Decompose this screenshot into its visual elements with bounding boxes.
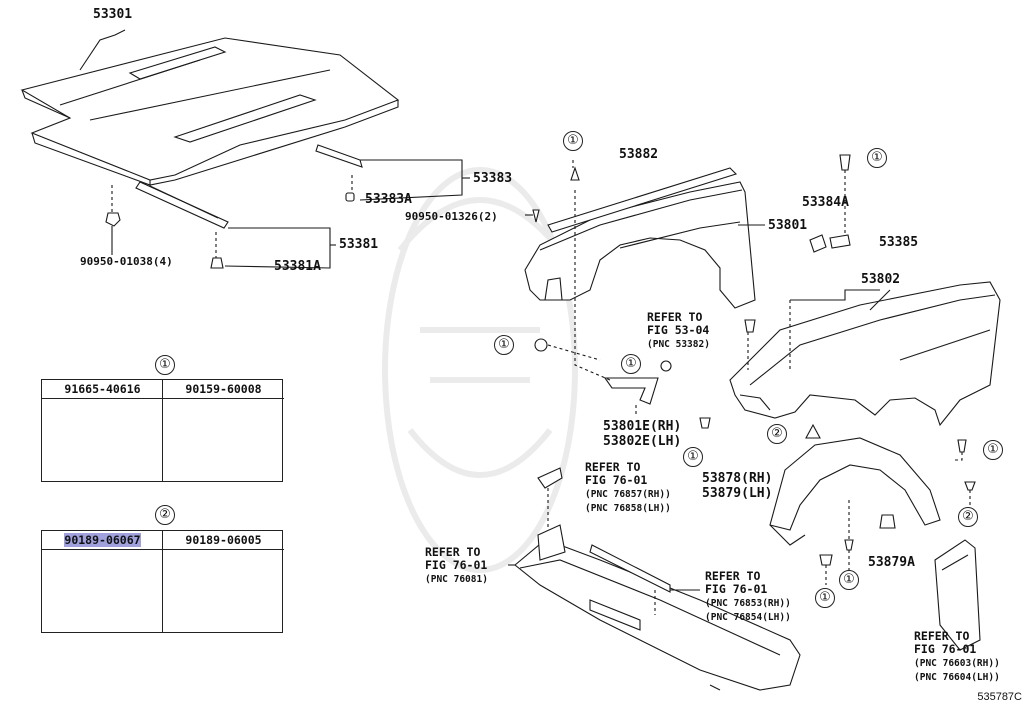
mud-flap[interactable] <box>934 539 981 651</box>
label-53801[interactable]: 53801 <box>768 218 808 233</box>
refer-note-53-04[interactable]: REFER TO FIG 53-04 (PNC 53382) <box>647 310 710 351</box>
clip-53879A[interactable] <box>879 514 896 529</box>
table-1-divider <box>162 380 163 481</box>
table-1-col-2[interactable]: 90159-60008 <box>163 380 284 399</box>
symbol-one[interactable]: ① <box>839 570 859 590</box>
watermark-logo <box>382 167 578 573</box>
label-53801E[interactable]: 53801E(RH) <box>603 419 682 434</box>
nut-90950-01038[interactable] <box>105 212 121 227</box>
label-53879[interactable]: 53879(LH) <box>702 486 773 501</box>
label-53882[interactable]: 53882 <box>619 147 659 162</box>
fender-53801[interactable] <box>524 181 756 309</box>
refer-note-76081[interactable]: REFER TO FIG 76-01 (PNC 76081) <box>425 545 488 586</box>
label-53383A[interactable]: 53383A <box>365 192 412 207</box>
label-53383[interactable]: 53383 <box>473 171 513 186</box>
label-53384A[interactable]: 53384A <box>802 195 849 210</box>
label-90950-01326[interactable]: 90950-01326(2) <box>405 210 498 223</box>
diagram-code: 535787C <box>977 691 1022 703</box>
symbol-one[interactable]: ① <box>621 354 641 374</box>
liner-53878[interactable] <box>769 437 941 546</box>
table-2-col-1[interactable]: 90189-06067 <box>42 531 163 550</box>
label-53385[interactable]: 53385 <box>879 235 919 250</box>
fastener-table-1: 91665-40616 90159-60008 <box>41 379 284 482</box>
symbol-one[interactable]: ① <box>494 335 514 355</box>
label-53381[interactable]: 53381 <box>339 237 379 252</box>
bumper-bracket-upper[interactable] <box>537 467 566 561</box>
highlighted-part-number[interactable]: 90189-06067 <box>64 533 141 547</box>
clip-53383A[interactable] <box>345 192 355 202</box>
label-53802[interactable]: 53802 <box>861 272 901 287</box>
symbol-one[interactable]: ① <box>815 588 835 608</box>
table-1-col-1[interactable]: 91665-40616 <box>42 380 163 399</box>
label-90950-01038[interactable]: 90950-01038(4) <box>80 255 173 268</box>
label-53301[interactable]: 53301 <box>93 7 133 22</box>
refer-note-76857[interactable]: REFER TO FIG 76-01 (PNC 76857(RH)) (PNC … <box>585 460 671 515</box>
table-2-symbol: ② <box>155 505 175 525</box>
label-53879A[interactable]: 53879A <box>868 555 915 570</box>
fastener-table-2: 90189-06067 90189-06005 <box>41 530 284 633</box>
reinforcement-53882[interactable] <box>547 167 738 233</box>
seal-53383[interactable] <box>315 144 363 168</box>
weatherstrip-53381[interactable] <box>135 181 229 229</box>
table-1-symbol: ① <box>155 355 175 375</box>
symbol-one[interactable]: ① <box>563 131 583 151</box>
clip-53381A[interactable] <box>210 257 224 269</box>
symbol-two[interactable]: ② <box>767 424 787 444</box>
fender-53802[interactable] <box>729 281 1001 427</box>
symbol-two[interactable]: ② <box>958 507 978 527</box>
table-2-col-2[interactable]: 90189-06005 <box>163 531 284 550</box>
label-53878[interactable]: 53878(RH) <box>702 471 773 486</box>
label-53381A[interactable]: 53381A <box>274 259 321 274</box>
symbol-one[interactable]: ① <box>867 148 887 168</box>
hood-53301[interactable] <box>20 37 400 186</box>
bumper-reinforcement[interactable] <box>589 544 671 615</box>
refer-note-76603[interactable]: REFER TO FIG 76-01 (PNC 76603(RH)) (PNC … <box>914 629 1000 684</box>
symbol-one[interactable]: ① <box>683 447 703 467</box>
label-53802E[interactable]: 53802E(LH) <box>603 434 682 449</box>
refer-note-76853[interactable]: REFER TO FIG 76-01 (PNC 76853(RH)) (PNC … <box>705 569 791 624</box>
table-2-divider <box>162 531 163 632</box>
bracket-53801E[interactable] <box>603 377 659 405</box>
symbol-one[interactable]: ① <box>983 440 1003 460</box>
